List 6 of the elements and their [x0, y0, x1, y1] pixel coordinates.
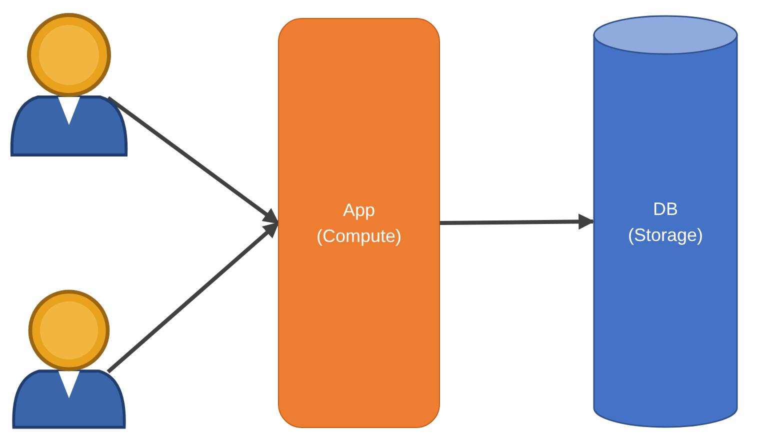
arrow — [106, 222, 280, 374]
arrow — [440, 214, 595, 230]
process-box — [278, 18, 440, 428]
node-label: DB (Storage) — [628, 198, 704, 247]
arrow — [106, 96, 280, 225]
node-label: App (Compute) — [316, 199, 402, 248]
